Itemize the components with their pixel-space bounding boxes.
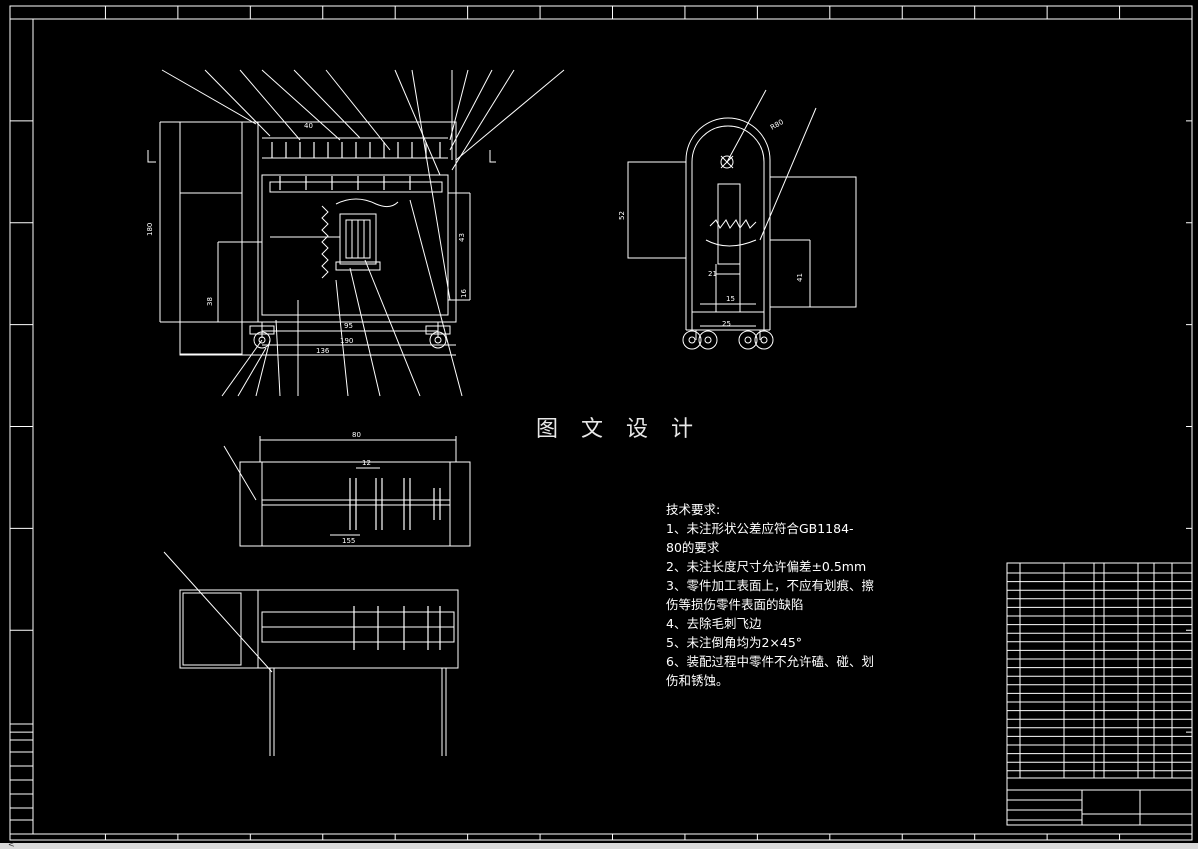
- status-bar: <: [0, 840, 1198, 849]
- svg-text:40: 40: [304, 122, 313, 130]
- svg-text:95: 95: [344, 322, 353, 330]
- svg-text:41: 41: [796, 273, 804, 282]
- watermark-title: 图 文 设 计: [536, 417, 701, 442]
- front-view: [147, 69, 565, 397]
- technical-requirements: 技术要求: 1、未注形状公差应符合GB1184- 80的要求 2、未注长度尺寸允…: [666, 500, 874, 690]
- top-zone-ticks: [104, 6, 1121, 840]
- svg-text:16: 16: [460, 289, 468, 298]
- side-zone-ticks: [10, 120, 1192, 733]
- requirement-line: 伤等损伤零件表面的缺陷: [666, 597, 804, 612]
- section-view: [223, 436, 471, 547]
- requirement-line: 5、未注倒角均为2×45°: [666, 635, 803, 650]
- requirement-line: 80的要求: [666, 540, 720, 555]
- parts-list: [1006, 562, 1193, 826]
- svg-text:180: 180: [146, 223, 154, 236]
- svg-text:15: 15: [726, 295, 735, 303]
- svg-text:43: 43: [458, 233, 466, 242]
- svg-text:12: 12: [362, 459, 371, 467]
- section-view-dim-text: 80 12 155: [342, 431, 371, 545]
- requirement-line: 2、未注长度尺寸允许偏差±0.5mm: [666, 559, 867, 574]
- svg-text:80: 80: [352, 431, 361, 439]
- svg-text:136: 136: [316, 347, 330, 355]
- requirement-line: 1、未注形状公差应符合GB1184-: [666, 521, 854, 536]
- svg-text:155: 155: [342, 537, 355, 545]
- svg-text:38: 38: [206, 297, 214, 306]
- requirement-line: 4、去除毛刺飞边: [666, 616, 762, 631]
- front-view-dim-text: 180 40 43 16 38 95 190 136: [146, 122, 468, 355]
- requirement-line: 伤和锈蚀。: [666, 673, 729, 688]
- svg-text:21: 21: [708, 270, 717, 278]
- requirement-line: 6、装配过程中零件不允许磕、碰、划: [666, 654, 874, 669]
- left-margin-stamp: [9, 723, 34, 835]
- side-view: [627, 89, 857, 350]
- top-view: [163, 551, 459, 756]
- status-text: <: [8, 840, 15, 849]
- svg-text:25: 25: [722, 320, 731, 328]
- svg-text:190: 190: [340, 337, 353, 345]
- requirements-title: 技术要求:: [666, 502, 721, 517]
- requirement-line: 3、零件加工表面上，不应有划痕、擦: [666, 578, 874, 593]
- svg-text:52: 52: [618, 211, 626, 220]
